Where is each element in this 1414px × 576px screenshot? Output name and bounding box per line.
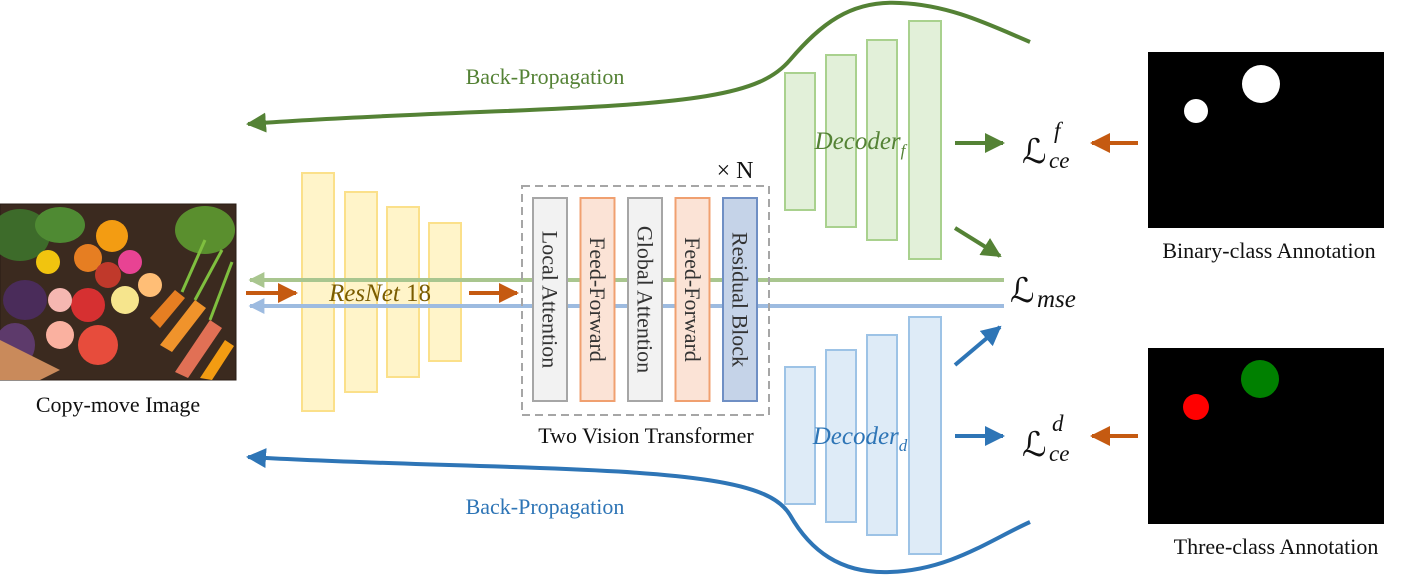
transformer-block-2-label: Feed-Forward [585,237,610,362]
transformer-block-1 [532,197,568,402]
decoder-d-layer-4 [908,316,942,555]
transformer-dashed-box [521,185,770,416]
three-class-annotation-mask [1148,348,1384,524]
decoder-d-layer-2 [825,349,857,523]
transformer-caption: Two Vision Transformer [538,423,754,448]
loss-mse: ℒ mse [1010,273,1076,313]
back-propagation-top-label: Back-Propagation [466,64,625,89]
resnet-encoder [301,172,462,412]
transformer-block-2 [579,197,616,402]
binary-annotation-mask [1148,52,1384,228]
svg-text:ℒ: ℒ [1022,134,1047,171]
resnet-layer-1 [301,172,335,412]
decoder-d-to-mse-arrow [953,325,1002,367]
resnet-label: ResNet 18 [328,280,431,307]
binary-annotation-caption: Binary-class Annotation [1162,238,1375,263]
transformer-block-5-label: Residual Block [728,232,753,367]
resnet-layer-3 [386,206,420,378]
loss-ce-f: ℒ ce f [1022,118,1069,173]
transformer-repeat-label: × N [717,158,754,184]
loss-ce-d: ℒ ce d [1022,411,1069,466]
back-propagation-bottom-arrow [246,448,1031,575]
svg-text:ce: ce [1049,441,1069,466]
decoder-f-to-mse-arrow [953,226,1002,258]
transformer-block-4-label: Feed-Forward [680,237,705,362]
transformer-block-1-label: Local Attention [538,231,563,368]
svg-text:d: d [1052,411,1064,436]
back-propagation-top-arrow [246,0,1031,133]
decoder-d-layer-3 [866,334,898,536]
svg-text:ℒ: ℒ [1010,273,1035,310]
decoder-d-layer-1 [784,366,816,505]
decoder-f-layer-3 [866,39,898,241]
svg-text:ce: ce [1049,148,1069,173]
transformer-block-3-label: Global Attention [633,226,658,373]
svg-text:ℒ: ℒ [1022,427,1047,464]
input-image [0,203,237,381]
three-annotation-caption: Three-class Annotation [1174,534,1379,559]
transformer-block-4 [674,197,711,402]
decoder-f-layer-4 [908,20,942,260]
decoder-d [784,316,942,555]
svg-text:f: f [1054,118,1064,143]
transformer-block-5 [722,197,758,402]
transformer-block-3 [627,197,663,402]
back-propagation-bottom-label: Back-Propagation [466,494,625,519]
decoder-f-layer-2 [825,54,857,228]
decoder-d-label: Decoderd [812,423,908,455]
resnet-layer-2 [344,191,378,393]
input-image-caption: Copy-move Image [36,392,200,417]
svg-text:mse: mse [1037,286,1076,313]
transformer-blocks: Local Attention Feed-Forward Global Attent… [532,197,758,402]
resnet-layer-4 [428,222,462,362]
decoder-f-layer-1 [784,72,816,211]
decoder-f-label: Decoderf [814,128,908,160]
decoder-f [784,20,942,260]
